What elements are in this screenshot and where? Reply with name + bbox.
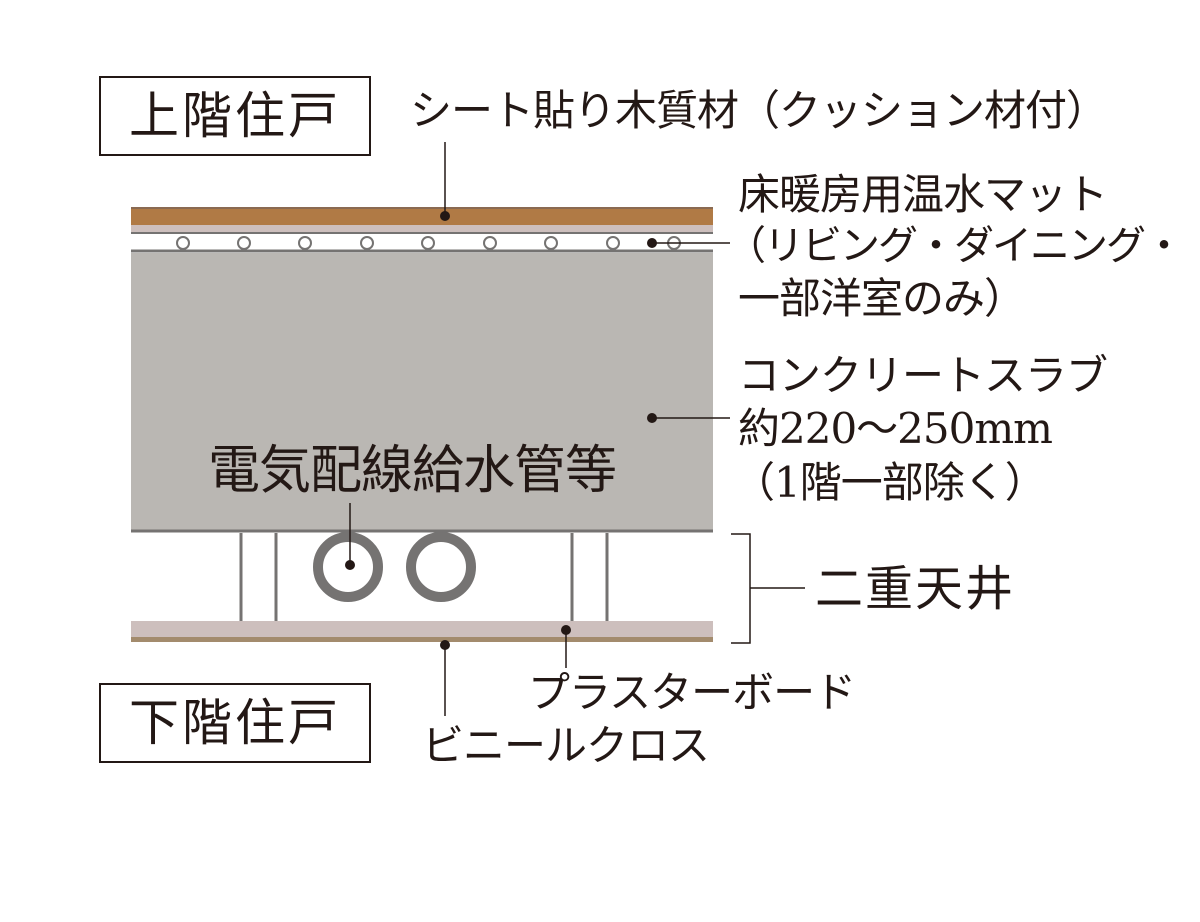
hot-water-tube-icon (360, 236, 374, 250)
hot-water-tube-icon (298, 236, 312, 250)
leader-dot-icon (647, 413, 657, 423)
upper-unit-label: 上階住戸 (129, 87, 341, 145)
double-ceiling-label: 二重天井 (815, 561, 1016, 617)
slab-label-line3: （1階一部除く） (733, 458, 1047, 507)
hot-water-tubes (176, 236, 681, 250)
hot-water-tube-icon (176, 236, 190, 250)
hot-water-tube-icon (421, 236, 435, 250)
double-ceiling-bracket (731, 533, 751, 644)
leader-dot-icon (440, 640, 450, 650)
leader-dot-icon (647, 238, 657, 248)
slab-label-line2: 約220～250mm (738, 404, 1053, 453)
pipes-label: 電気配線給水管等 (208, 441, 617, 501)
concrete-slab (131, 253, 713, 531)
lower-unit-box: 下階住戸 (99, 683, 371, 763)
lower-unit-label: 下階住戸 (129, 694, 341, 752)
slab-label-line1: コンクリートスラブ (738, 351, 1108, 400)
vinyl-cloth-label: ビニールクロス (422, 721, 710, 770)
leader-lines (349, 142, 805, 716)
hot-water-tube-icon (237, 236, 251, 250)
plasterboard-layer (131, 621, 713, 637)
heating-mat-label-line1: 床暖房用温水マット (738, 170, 1108, 219)
leader-dots (345, 211, 657, 650)
pipe-circle-icon (313, 532, 383, 602)
hot-water-tube-icon (483, 236, 497, 250)
hot-water-tube-icon (606, 236, 620, 250)
leader-dot-icon (345, 560, 355, 570)
heating-mat-label-line2: （リビング・ダイニング・ (726, 223, 1184, 269)
leader-dot-icon (561, 625, 571, 635)
plasterboard-label: プラスターボード (528, 668, 856, 717)
leader-dot-icon (440, 211, 450, 221)
vinyl-cloth-layer (131, 637, 713, 642)
hot-water-tube-icon (544, 236, 558, 250)
wood-flooring-layer (131, 208, 713, 225)
pipe-circle-icon (406, 532, 476, 602)
ceiling-hangers (239, 533, 609, 621)
heating-mat-label-line3: 一部洋室のみ） (738, 274, 1026, 323)
cushion-layer (131, 225, 713, 233)
flooring-label: シート貼り木質材（クッション材付） (410, 86, 1108, 135)
upper-unit-box: 上階住戸 (99, 76, 371, 156)
